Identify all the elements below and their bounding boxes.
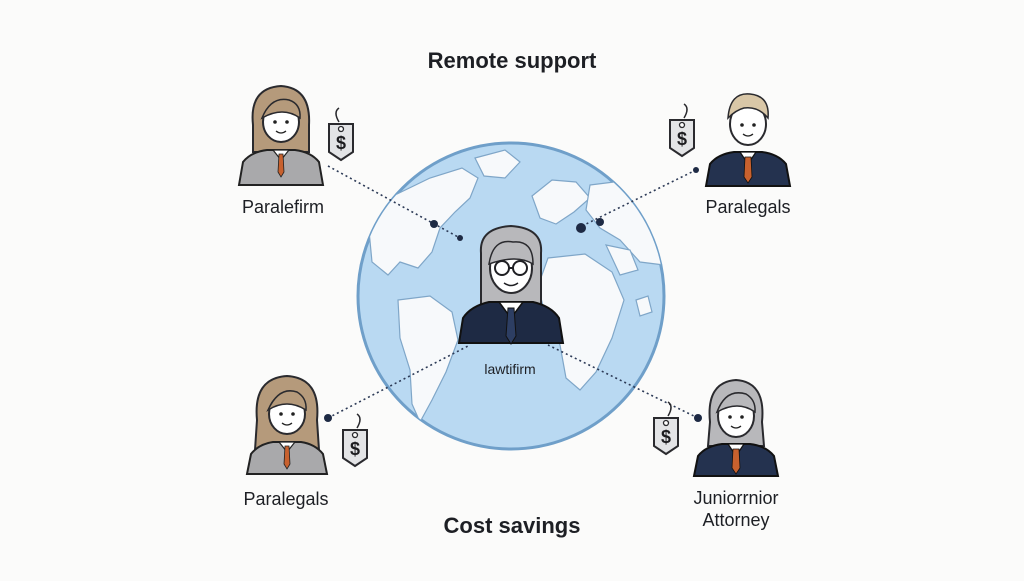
top-left-node-label: Paralefirm (241, 197, 325, 217)
connector-dot (576, 223, 586, 233)
connector-dot (324, 414, 332, 422)
continent-south-america (397, 295, 459, 424)
continent-islands (635, 295, 653, 317)
bottom-left-node-label: Paralegals (243, 489, 329, 509)
connector-bottom-left (327, 344, 471, 419)
connectors (327, 165, 699, 419)
center-node-label: lawtifirm (484, 361, 536, 377)
top-left-paralegal-avatar (237, 84, 325, 186)
continent-greenland (474, 149, 521, 179)
connector-dot (596, 218, 604, 226)
bottom-right-node-label-line2: Attorney (702, 510, 770, 530)
top-right-node-label: Paralegals (705, 197, 791, 217)
bottom-left-paralegal-avatar (245, 374, 329, 475)
continent-north-america (367, 167, 479, 276)
connector-dot (430, 220, 438, 228)
price-tag-symbol: $ (661, 427, 671, 447)
price-tag-icon: $ (653, 401, 679, 456)
price-tag-symbol: $ (336, 133, 346, 153)
price-tag-icon: $ (669, 103, 695, 158)
connector-dot (693, 167, 699, 173)
diagram-footer: Cost savings (443, 513, 581, 538)
bottom-right-junior-attorney-avatar (692, 378, 780, 477)
connector-top-right (579, 169, 697, 228)
center-attorney-avatar (457, 224, 565, 345)
connector-dot (457, 235, 463, 241)
globe (356, 141, 666, 451)
bottom-right-node-label: Juniorrnior Attorney (674, 487, 798, 531)
diagram-title: Remote support (427, 48, 597, 73)
price-tag-symbol: $ (677, 129, 687, 149)
bottom-right-node-label-line1: Juniorrnior (693, 488, 779, 508)
connector-top-left (327, 165, 461, 239)
connector-dots (324, 167, 702, 422)
price-tag-symbol: $ (350, 439, 360, 459)
top-right-paralegal-avatar (704, 93, 792, 187)
connector-dot (694, 414, 702, 422)
price-tag-icon: $ (328, 107, 354, 162)
continent-europe (531, 179, 591, 225)
continent-arabia (604, 244, 639, 276)
price-tag-icon: $ (342, 413, 368, 468)
